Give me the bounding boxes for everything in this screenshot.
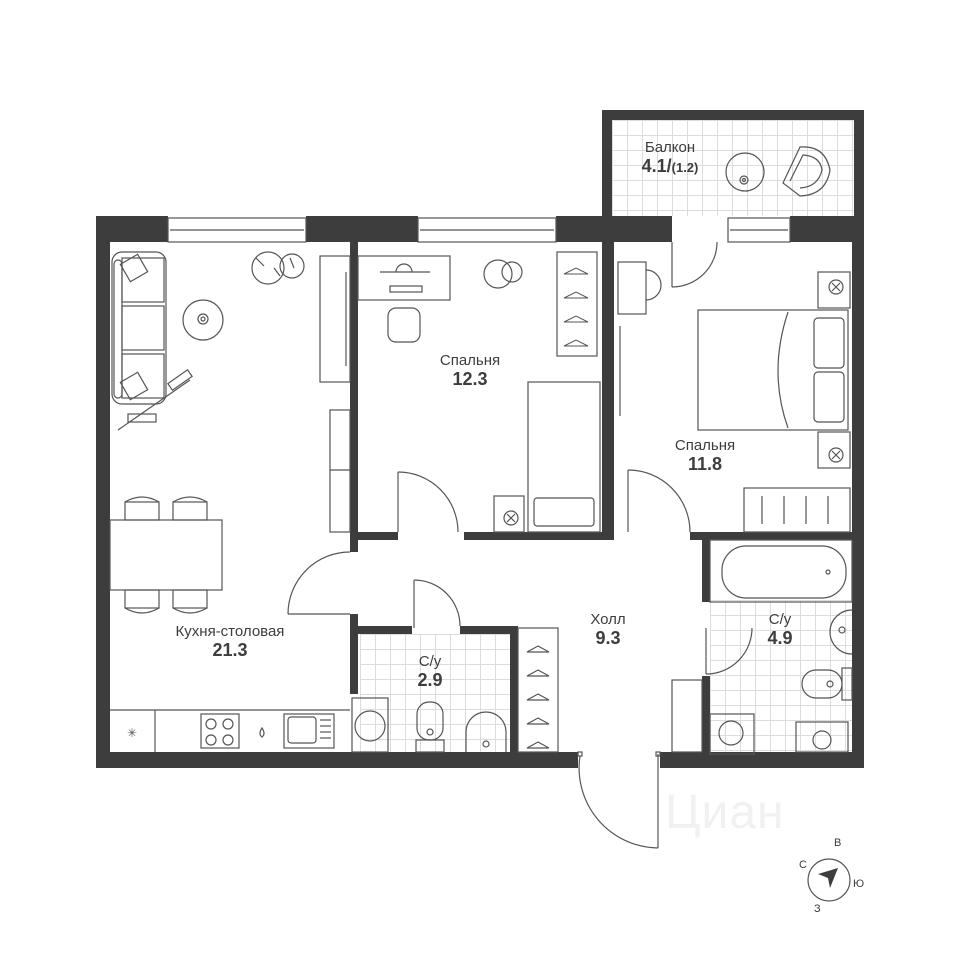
nightstand-icon — [493, 495, 525, 533]
room-name: Холл — [590, 611, 626, 628]
wall-kitchen-bedroom1 — [350, 242, 358, 552]
hanger-icon — [563, 267, 589, 347]
coffee-table-icon — [182, 299, 224, 341]
dining-table-icon — [109, 519, 223, 591]
dining-chair-icon — [124, 496, 208, 614]
single-bed-icon — [527, 381, 601, 533]
room-label-bathroom-small: С/у 2.9 — [402, 653, 458, 690]
washbasin-icon — [829, 609, 853, 655]
tv-cabinet-icon — [319, 255, 351, 383]
armchair-icon — [782, 146, 831, 197]
wall-wc-right — [510, 626, 518, 754]
outer-wall-top-4 — [790, 216, 864, 242]
office-chair-icon — [387, 307, 421, 343]
wall-bedroom1-bottom-a — [350, 532, 398, 540]
room-label-balcony: Балкон 4.1/(1.2) — [630, 139, 710, 176]
window-icon — [167, 217, 791, 243]
room-area: 11.8 — [687, 453, 723, 474]
watermark: Циан — [665, 786, 785, 839]
room-area: 4.9 — [767, 627, 793, 648]
room-label-bathroom-large: С/у 4.9 — [752, 611, 808, 648]
wardrobe-icon — [556, 251, 598, 357]
bedroom2-door-icon — [627, 469, 691, 533]
bathroom-door-icon — [705, 627, 753, 675]
room-name: С/у — [768, 611, 792, 628]
double-bed-icon — [697, 309, 849, 431]
balcony-wall-right — [854, 110, 864, 220]
washing-machine-icon — [351, 697, 389, 753]
water-drop-icon — [259, 726, 265, 738]
shoe-cabinet-icon — [671, 679, 703, 753]
room-label-bedroom-2: Спальня 11.8 — [665, 437, 745, 474]
coat-rack-icon — [517, 627, 559, 753]
sofa-icon — [111, 251, 167, 405]
compass-west-label: З — [814, 903, 821, 915]
balcony-wall-top — [602, 110, 864, 120]
room-name: Балкон — [644, 139, 696, 156]
wardrobe-icon — [743, 487, 851, 533]
room-name: Спальня — [674, 437, 736, 454]
wall-bedroom1-bottom-b — [464, 532, 614, 540]
wall-wc-top-a — [350, 626, 412, 634]
washing-machine-icon — [709, 713, 755, 755]
bidet-icon — [801, 667, 853, 701]
compass-south-label: Ю — [853, 878, 865, 890]
room-area: 12.3 — [452, 368, 488, 389]
laundry-basin-icon — [795, 721, 849, 753]
room-area: 2.9 — [417, 669, 443, 690]
wall-bath-left-b — [702, 676, 710, 756]
bathroom-small-floor — [360, 634, 510, 752]
balcony-floor — [612, 120, 854, 216]
wall-bedroom1-bedroom2 — [602, 242, 614, 540]
floor-lamp-icon — [117, 369, 193, 431]
svg-text:✳: ✳ — [127, 726, 137, 740]
kitchen-door-icon — [287, 551, 351, 615]
wall-wc-left — [350, 614, 358, 694]
room-name: С/у — [418, 653, 442, 670]
toilet-icon — [415, 701, 445, 753]
room-name: Кухня-столовая — [175, 623, 285, 640]
plant-icon — [251, 251, 305, 285]
entrance-door-icon — [577, 751, 661, 849]
balcony-table-icon — [725, 152, 765, 192]
wc-door-icon — [413, 579, 461, 628]
compass-east-label: В — [834, 837, 842, 849]
wall-bath-left-a — [702, 540, 710, 602]
kitchen-counter-icon: ✳ — [110, 709, 350, 752]
wall-bedroom2-bottom — [690, 532, 860, 540]
dresser-icon — [617, 261, 662, 315]
washbasin-icon — [465, 711, 507, 752]
room-area: 21.3 — [212, 639, 248, 660]
room-label-hall: Холл 9.3 — [578, 611, 638, 648]
bathtub-icon — [709, 539, 853, 603]
plant-icon — [483, 259, 523, 289]
room-label-bedroom-1: Спальня 12.3 — [430, 352, 510, 389]
nightstand-icon — [817, 431, 851, 469]
balcony-door-icon — [671, 241, 718, 288]
stove-icon — [200, 713, 240, 749]
room-area: 4.1/(1.2) — [641, 155, 699, 176]
bedroom1-door-icon — [397, 471, 459, 533]
compass-north-label: С — [799, 859, 807, 871]
room-area: 9.3 — [595, 627, 621, 648]
outer-wall-top-2 — [306, 216, 418, 242]
wall-wc-top-b — [460, 626, 518, 634]
sink-icon — [283, 713, 335, 749]
nightstand-icon — [817, 271, 851, 309]
outer-wall-right — [852, 216, 864, 768]
compass-icon — [807, 858, 851, 902]
room-name: Спальня — [439, 352, 501, 369]
outer-wall-top-3 — [556, 216, 672, 242]
desk-icon — [357, 255, 451, 301]
outer-wall-bottom-right — [660, 752, 864, 768]
bathroom-large-floor — [710, 600, 852, 752]
outer-wall-left — [96, 216, 110, 768]
balcony-wall-left — [602, 110, 612, 220]
room-label-kitchen-dining: Кухня-столовая 21.3 — [150, 623, 310, 660]
outer-wall-bottom-left — [96, 752, 578, 768]
wardrobe-icon — [329, 409, 351, 533]
